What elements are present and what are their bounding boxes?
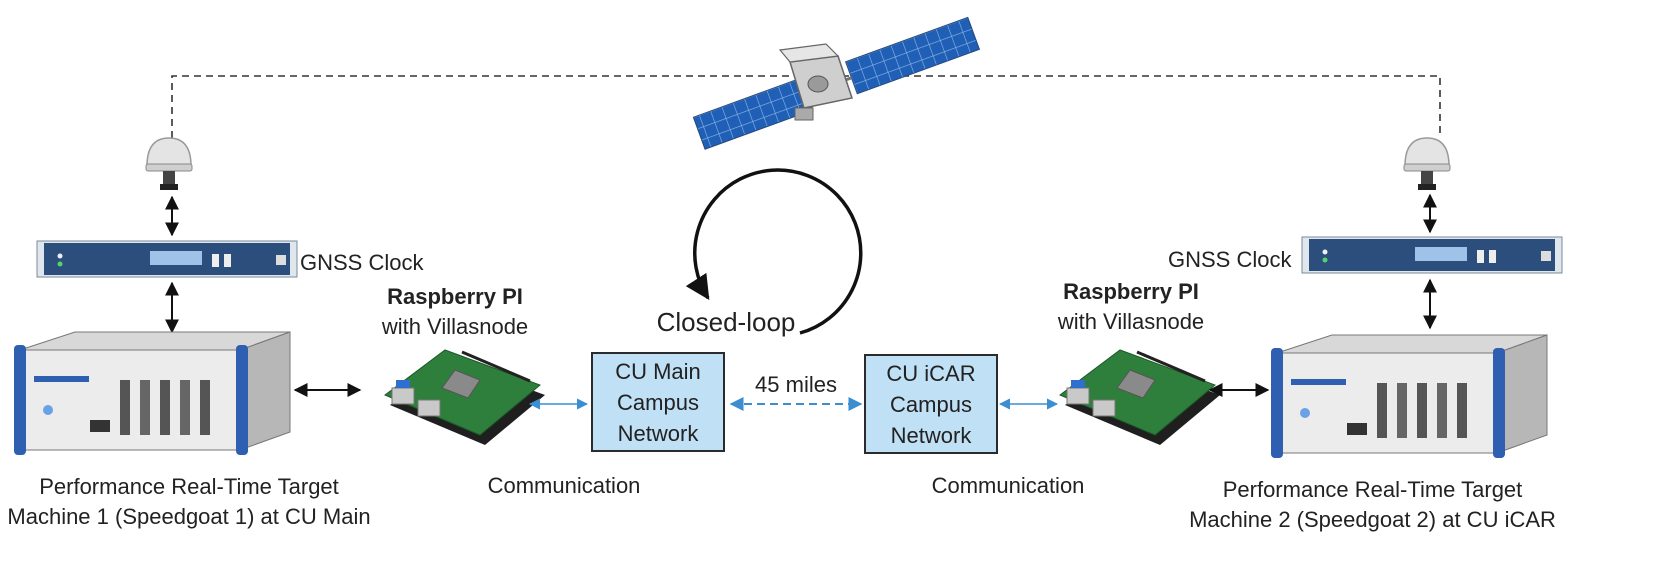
gnss-clock-rack-icon (1301, 236, 1563, 274)
closed-loop-arrow (685, 168, 863, 335)
cu-main-network-box: CU Main Campus Network (591, 352, 725, 452)
distance-label: 45 miles (755, 372, 837, 397)
raspberry-pi-title-right: Raspberry PI (1063, 279, 1199, 304)
speedgoat-machine-icon (1271, 334, 1548, 458)
raspberry-pi-icon (384, 349, 545, 445)
gnss-antenna-icon (145, 137, 193, 190)
target-machine-1-line2: Machine 1 (Speedgoat 1) at CU Main (7, 504, 371, 529)
speedgoat-machine-icon (14, 331, 291, 455)
gnss-antenna-icon (1403, 137, 1451, 190)
communication-label-left: Communication (487, 473, 641, 498)
gnss-clock-label-left: GNSS Clock (300, 250, 424, 275)
communication-label-right: Communication (931, 473, 1085, 498)
cu-icar-network-box: CU iCAR Campus Network (864, 354, 998, 454)
satellite-icon (692, 16, 981, 150)
closed-loop-label: Closed-loop (656, 307, 796, 337)
gnss-clock-label-right: GNSS Clock (1168, 247, 1292, 272)
target-machine-2-line2: Machine 2 (Speedgoat 2) at CU iCAR (1189, 507, 1556, 532)
raspberry-pi-subtitle-left: with Villasnode (381, 314, 529, 339)
raspberry-pi-icon (1059, 349, 1220, 445)
raspberry-pi-title-left: Raspberry PI (387, 284, 523, 309)
raspberry-pi-subtitle-right: with Villasnode (1057, 309, 1205, 334)
gnss-clock-rack-icon (36, 240, 298, 278)
target-machine-2-line1: Performance Real-Time Target (1222, 477, 1523, 502)
target-machine-1-line1: Performance Real-Time Target (39, 474, 339, 499)
